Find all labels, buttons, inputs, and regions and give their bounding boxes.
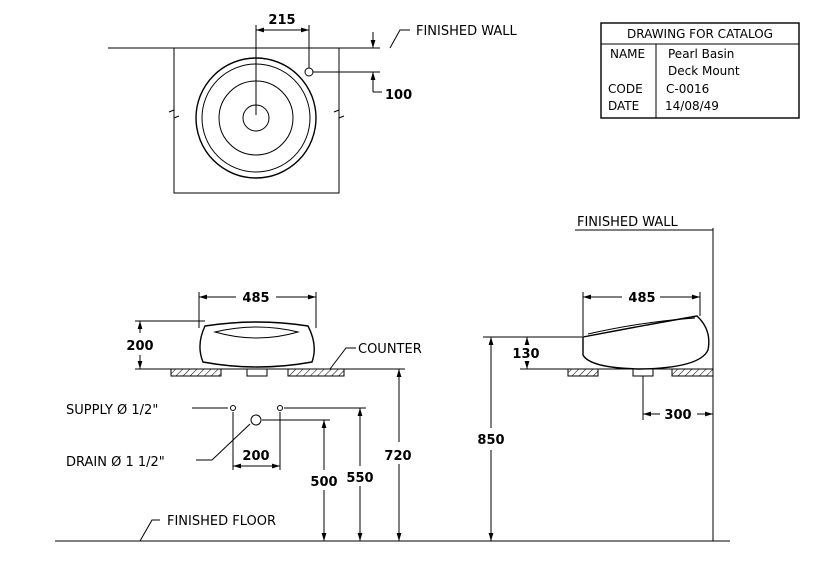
label-counter: COUNTER [358, 342, 422, 357]
label-finished-wall-side: FINISHED WALL [577, 215, 679, 230]
title-block-name-line2: Deck Mount [668, 64, 740, 78]
side-drain-stub [632, 368, 654, 377]
drain-hole [250, 414, 262, 426]
dim-side-width: 485 [628, 291, 655, 306]
dim-side-height: 130 [512, 347, 539, 362]
supply-hole-left [230, 405, 236, 411]
side-counter-right [671, 368, 714, 377]
title-block-date-value: 14/08/49 [665, 99, 719, 113]
dim-plan-tap-offset: 215 [268, 13, 295, 28]
label-finished-wall-top: FINISHED WALL [416, 24, 518, 39]
supply-hole-right [277, 405, 283, 411]
front-basin-body [199, 321, 315, 368]
title-block-name-label: NAME [610, 47, 645, 61]
front-counter-left [170, 368, 222, 377]
dim-front-width: 485 [242, 291, 269, 306]
dim-supply-height: 550 [346, 471, 373, 486]
front-drain-stub [246, 368, 268, 377]
dim-plan-wall-offset: 100 [385, 88, 412, 103]
side-elevation: FINISHED WALL 485 130 850 300 [477, 215, 714, 541]
floor: FINISHED FLOOR [55, 514, 730, 542]
front-elevation: 485 200 COUNTER 720 SUPPLY Ø 1/2" DRAIN … [66, 291, 422, 541]
plan-tap-hole [304, 67, 314, 77]
title-block: DRAWING FOR CATALOG NAME Pearl Basin Dec… [600, 22, 800, 119]
label-supply: SUPPLY Ø 1/2" [66, 403, 158, 418]
title-block-date-label: DATE [608, 99, 639, 113]
title-block-code-value: C-0016 [666, 82, 709, 96]
plan-counter-outline [173, 48, 340, 194]
side-counter-left [567, 368, 599, 377]
front-basin-opening [213, 326, 300, 339]
title-block-header: DRAWING FOR CATALOG [627, 27, 773, 41]
dim-front-height: 200 [126, 339, 153, 354]
title-block-name-line1: Pearl Basin [668, 47, 734, 61]
side-basin-body [582, 315, 710, 370]
dim-drain-height: 500 [310, 475, 337, 490]
dim-side-rim-height: 850 [477, 433, 504, 448]
dim-side-drain-offset: 300 [664, 408, 691, 423]
front-counter-right [287, 368, 345, 377]
dim-supply-spacing: 200 [242, 449, 269, 464]
label-finished-floor: FINISHED FLOOR [167, 514, 276, 529]
title-block-code-label: CODE [608, 82, 643, 96]
plan-view: 215 100 FINISHED WALL [108, 13, 518, 194]
label-drain: DRAIN Ø 1 1/2" [66, 455, 165, 470]
dim-counter-height: 720 [384, 449, 411, 464]
